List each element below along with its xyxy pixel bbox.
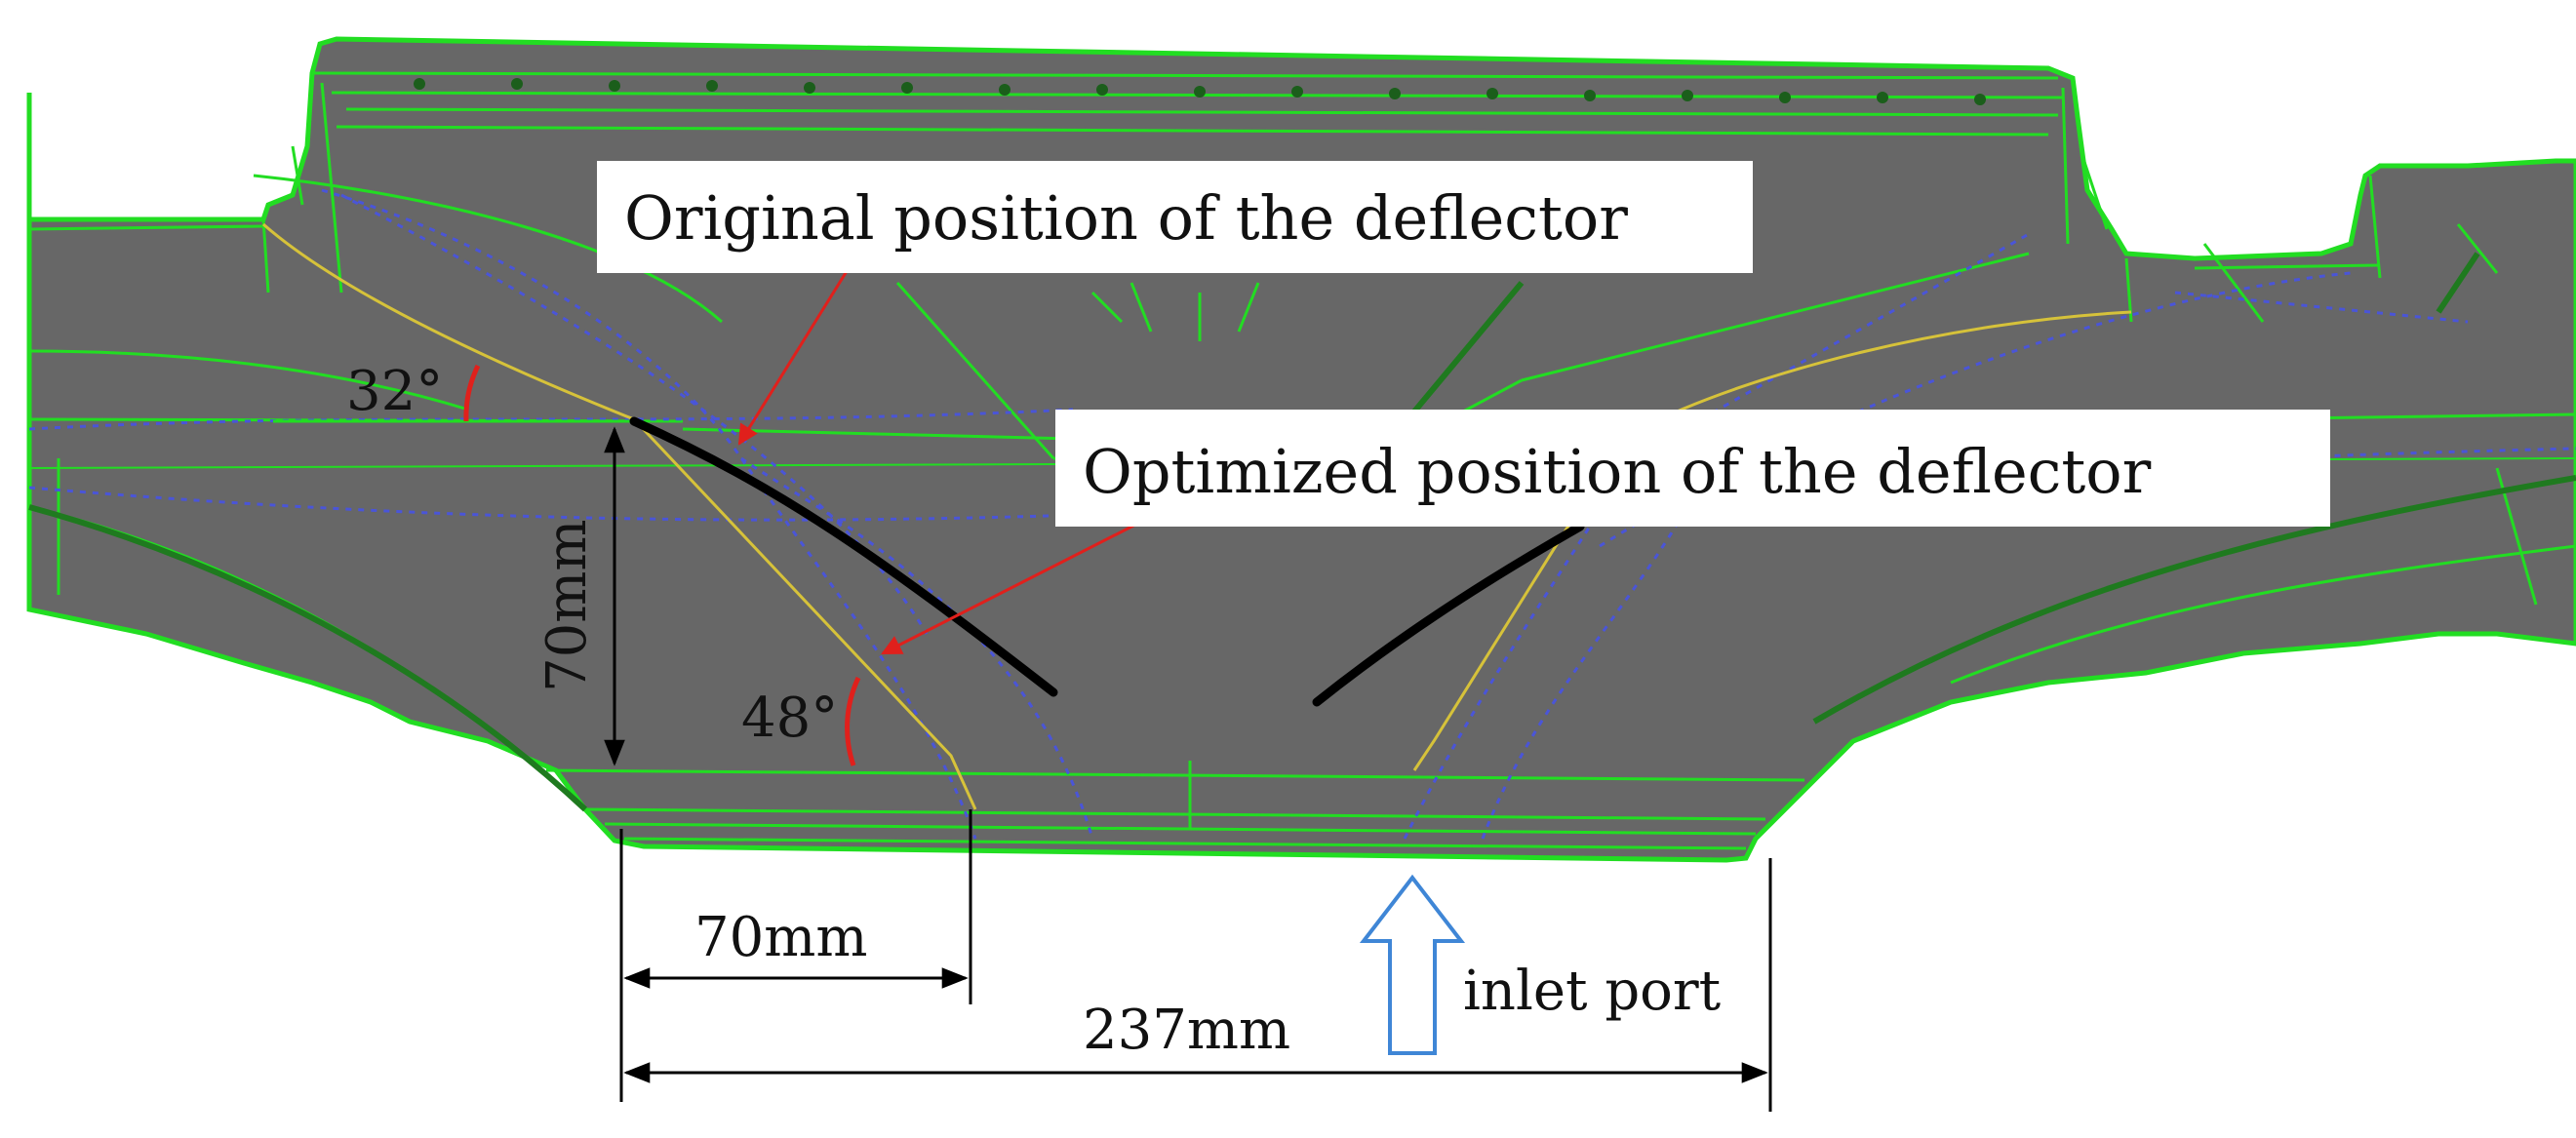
angle-arc-top (463, 364, 481, 422)
dim-long-label: 237mm (1083, 999, 1290, 1062)
inlet-arrow (1359, 874, 1466, 1055)
optimized-pointer-arrow (881, 520, 1142, 655)
original-label: Original position of the deflector (624, 182, 1628, 254)
original-deflector (629, 416, 1058, 697)
optimized-label-box (1055, 410, 2330, 527)
angle-top-label: 32° (346, 360, 443, 423)
optimized-label: Optimized position of the deflector (1083, 436, 2152, 507)
inlet-label: inlet port (1463, 960, 1722, 1023)
top-rail-rivets (414, 78, 1986, 105)
right-deflector (1312, 522, 1585, 707)
dim-short-label: 70mm (694, 906, 867, 969)
original-pointer-arrow (737, 267, 851, 446)
dim-vertical-label: 70mm (535, 520, 599, 692)
angle-arc-bottom (845, 676, 861, 766)
original-label-box (597, 161, 1753, 273)
angle-bottom-label: 48° (741, 687, 838, 750)
